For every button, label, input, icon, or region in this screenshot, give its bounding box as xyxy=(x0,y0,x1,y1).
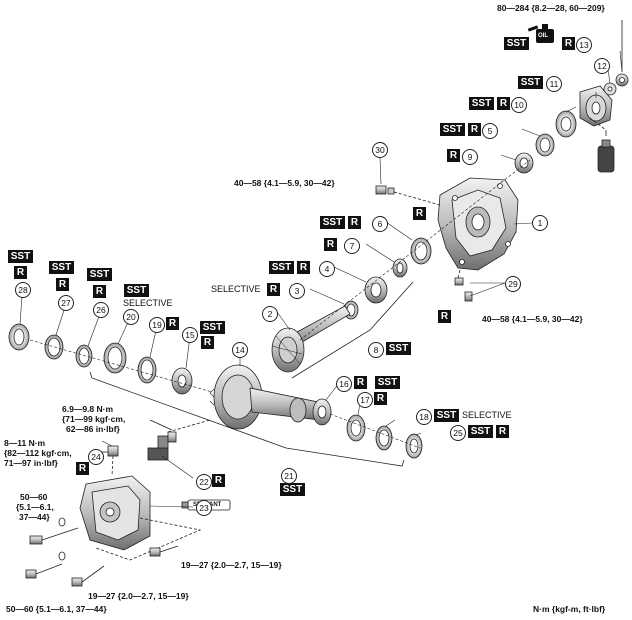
part-number-16: 16 xyxy=(336,376,352,392)
part-number-9: 9 xyxy=(462,149,478,165)
part-number-29: 29 xyxy=(505,276,521,292)
selective-label-3: SELECTIVE xyxy=(211,284,261,294)
sst-badge-18: SST xyxy=(434,409,459,422)
part-number-10: 10 xyxy=(511,97,527,113)
torque-spec-30: 40—58 {4.1—5.9, 30—42} xyxy=(234,178,335,188)
r-badge-9: R xyxy=(447,149,460,162)
part-number-8: 8 xyxy=(368,342,384,358)
torque-spec-29: 40—58 {4.1—5.9, 30—42} xyxy=(482,314,583,324)
part-number-11: 11 xyxy=(546,76,562,92)
oil-can-icon: OIL xyxy=(527,24,556,44)
part-number-22: 22 xyxy=(196,474,212,490)
torque-spec-24-line3: 71—97 in·lbf} xyxy=(4,458,58,468)
sst-badge-26: SST xyxy=(87,268,112,281)
part-number-6: 6 xyxy=(372,216,388,232)
r-badge-30: R xyxy=(413,207,426,220)
part-number-27: 27 xyxy=(58,295,74,311)
part-number-28: 28 xyxy=(15,282,31,298)
r-badge-19: R xyxy=(166,317,179,330)
sst-badge-11: SST xyxy=(518,76,543,89)
sst-badge-15: SST xyxy=(200,321,225,334)
part-number-7: 7 xyxy=(344,238,360,254)
r-badge-26: R xyxy=(93,285,106,298)
r-badge-3: R xyxy=(267,283,280,296)
sst-badge-5: SST xyxy=(440,123,465,136)
torque-spec-24-line1: 8—11 N·m xyxy=(4,438,46,448)
unit-legend: N·m {kgf-m, ft·lbf} xyxy=(533,604,606,614)
torque-spec-pinion-line2: {71—99 kgf·cm, xyxy=(62,414,126,424)
r-badge-27: R xyxy=(56,278,69,291)
torque-spec-pinion-line1: 6.9—9.8 N·m xyxy=(62,404,114,414)
torque-spec-bolt-bottom: 50—60 {5.1—6.1, 37—44} xyxy=(6,604,107,614)
part-number-21: 21 xyxy=(281,468,297,484)
part-number-23: 23 xyxy=(196,500,212,516)
part-number-1: 1 xyxy=(532,215,548,231)
r-badge-5: R xyxy=(468,123,481,136)
part-number-15: 15 xyxy=(182,327,198,343)
part-number-13: 13 xyxy=(576,37,592,53)
sst-badge-21: SST xyxy=(280,483,305,496)
r-badge-22: R xyxy=(212,474,225,487)
torque-spec-24-line2: {82—112 kgf·cm, xyxy=(4,448,72,458)
r-badge-24: R xyxy=(76,462,89,475)
torque-spec-bolt-line3: 37—44} xyxy=(19,512,50,522)
part-number-5: 5 xyxy=(482,123,498,139)
torque-spec-pinion-line3: 62—86 in·lbf} xyxy=(66,424,120,434)
sst-badge-6: SST xyxy=(320,216,345,229)
part-number-4: 4 xyxy=(319,261,335,277)
sst-badge-10: SST xyxy=(469,97,494,110)
torque-spec-19-bottom: 19—27 {2.0—2.7, 15—19} xyxy=(88,591,189,601)
part-number-19: 19 xyxy=(149,317,165,333)
sst-badge-4: SST xyxy=(269,261,294,274)
r-badge-4: R xyxy=(297,261,310,274)
r-badge-16: R xyxy=(354,376,367,389)
r-badge-29: R xyxy=(438,310,451,323)
r-badge-28: R xyxy=(14,266,27,279)
part-number-17: 17 xyxy=(357,392,373,408)
part-number-3: 3 xyxy=(289,283,305,299)
r-badge-7: R xyxy=(324,238,337,251)
r-badge-25: R xyxy=(496,425,509,438)
sst-badge-28: SST xyxy=(8,250,33,263)
sst-badge-13: SST xyxy=(504,37,529,50)
part-number-25: 25 xyxy=(450,425,466,441)
sst-badge-27: SST xyxy=(49,261,74,274)
torque-spec-bolt-line2: {5.1—6.1, xyxy=(16,502,54,512)
r-badge-15: R xyxy=(201,336,214,349)
part-number-18: 18 xyxy=(416,409,432,425)
part-number-24: 24 xyxy=(88,449,104,465)
sst-badge-20: SST xyxy=(124,284,149,297)
torque-spec-19-right: 19—27 {2.0—2.7, 15—19} xyxy=(181,560,282,570)
sst-badge-8: SST xyxy=(386,342,411,355)
part-number-26: 26 xyxy=(93,302,109,318)
sst-badge-16: SST xyxy=(375,376,400,389)
r-badge-6: R xyxy=(348,216,361,229)
part-number-14: 14 xyxy=(232,342,248,358)
r-badge-10: R xyxy=(497,97,510,110)
part-number-30: 30 xyxy=(372,142,388,158)
torque-spec-13: 80—284 {8.2—28, 60—209} xyxy=(497,3,605,13)
part-number-2: 2 xyxy=(262,306,278,322)
part-number-20: 20 xyxy=(123,309,139,325)
selective-label-18: SELECTIVE xyxy=(462,410,512,420)
torque-spec-bolt-line1: 50—60 xyxy=(20,492,48,502)
sst-badge-25: SST xyxy=(468,425,493,438)
selective-label-20: SELECTIVE xyxy=(123,298,173,308)
r-badge-17: R xyxy=(374,392,387,405)
part-number-12: 12 xyxy=(594,58,610,74)
oil-label: OIL xyxy=(538,33,548,39)
r-badge-13: R xyxy=(562,37,575,50)
